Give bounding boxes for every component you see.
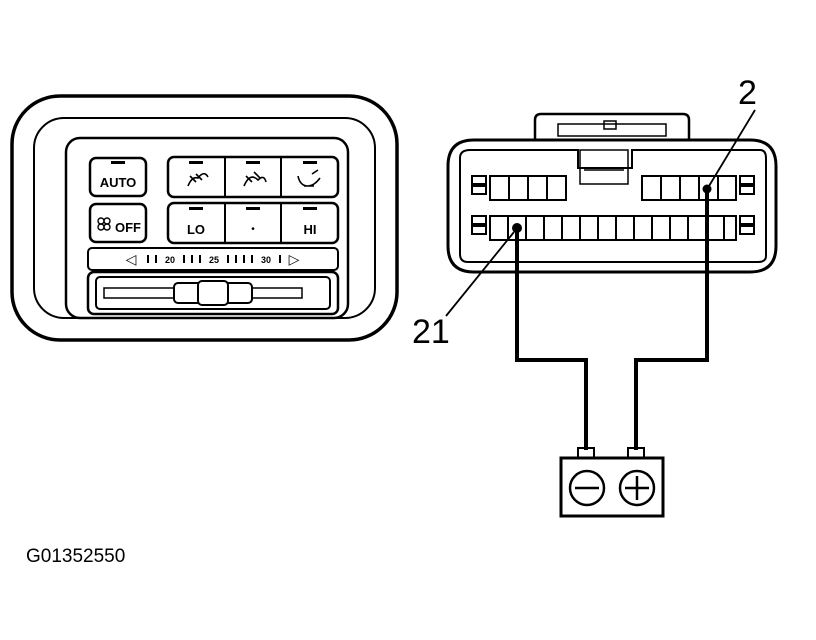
scale-right-arrow: ▷: [289, 251, 300, 267]
connector-latch: [533, 112, 691, 140]
indicator-led: [111, 161, 125, 164]
scale-mark-25: 25: [209, 255, 219, 265]
connector-face: [459, 149, 767, 263]
vent-face-icon: [187, 172, 209, 187]
climate-control-panel: [10, 94, 399, 342]
pin-number-21: 21: [412, 313, 450, 351]
auto-button-label: AUTO: [100, 175, 137, 190]
negative-lead: [515, 228, 588, 450]
scale-left-arrow: ◁: [126, 251, 137, 267]
mode-face-button[interactable]: [187, 161, 209, 187]
off-button-label: OFF: [115, 220, 141, 235]
fan-icon: [97, 217, 111, 231]
battery: [559, 447, 665, 518]
scale-mark-30: 30: [261, 255, 271, 265]
lo-button-label: LO: [187, 222, 205, 237]
mode-feet-button[interactable]: [297, 161, 321, 187]
panel-face: [64, 136, 350, 320]
mid-button-label: •: [251, 224, 255, 235]
temperature-slider-well: [86, 270, 340, 316]
hi-button-label: HI: [304, 222, 317, 237]
figure-id: G01352550: [26, 546, 125, 567]
panel-outer-bezel: [10, 94, 399, 342]
temperature-scale-strip: [87, 247, 339, 271]
fan-off-button[interactable]: [88, 202, 148, 244]
scale-mark-20: 20: [165, 255, 175, 265]
mode-bilevel-button[interactable]: [243, 161, 267, 187]
fan-speed-group: [166, 201, 340, 245]
temperature-slider-knob[interactable]: [173, 280, 253, 306]
minus-icon: [568, 469, 606, 507]
test-leads: [515, 189, 709, 450]
leader-pin-2: [708, 109, 756, 187]
positive-lead: [634, 189, 709, 450]
connector-bottom-row: [471, 215, 755, 241]
connector: [446, 112, 778, 274]
temperature-ticks: [147, 255, 281, 263]
auto-button[interactable]: [88, 156, 148, 198]
pin-number-2: 2: [738, 74, 757, 112]
battery-case: [559, 456, 665, 518]
vent-bilevel-icon: [243, 171, 267, 187]
vent-feet-icon: [297, 169, 321, 187]
leader-pin-21: [445, 231, 515, 317]
mode-button-group: [166, 155, 340, 199]
connector-body: [446, 138, 778, 274]
plus-icon: [618, 469, 656, 507]
connector-top-row: [471, 175, 755, 201]
